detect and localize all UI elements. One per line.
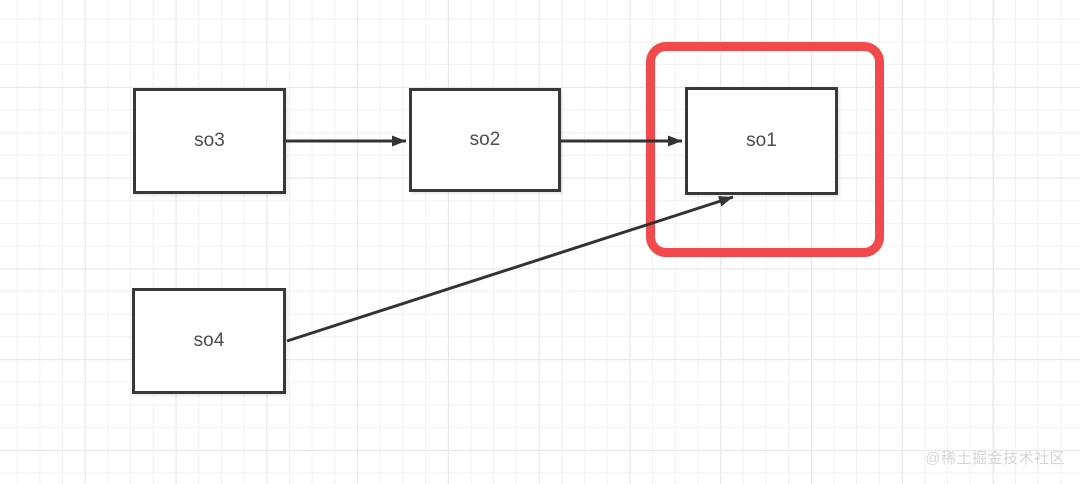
node-so3[interactable]: so3 xyxy=(133,88,286,194)
node-so3-label: so3 xyxy=(194,130,225,151)
node-so2-label: so2 xyxy=(469,129,501,150)
node-so1-label: so1 xyxy=(746,130,777,151)
node-so1[interactable]: so1 xyxy=(685,87,838,195)
node-so4-label: so4 xyxy=(193,330,225,351)
watermark: @稀土掘金技术社区 xyxy=(925,450,1065,467)
node-so4[interactable]: so4 xyxy=(132,288,286,394)
highlight-rect xyxy=(646,42,884,257)
node-so2[interactable]: so2 xyxy=(409,88,561,192)
